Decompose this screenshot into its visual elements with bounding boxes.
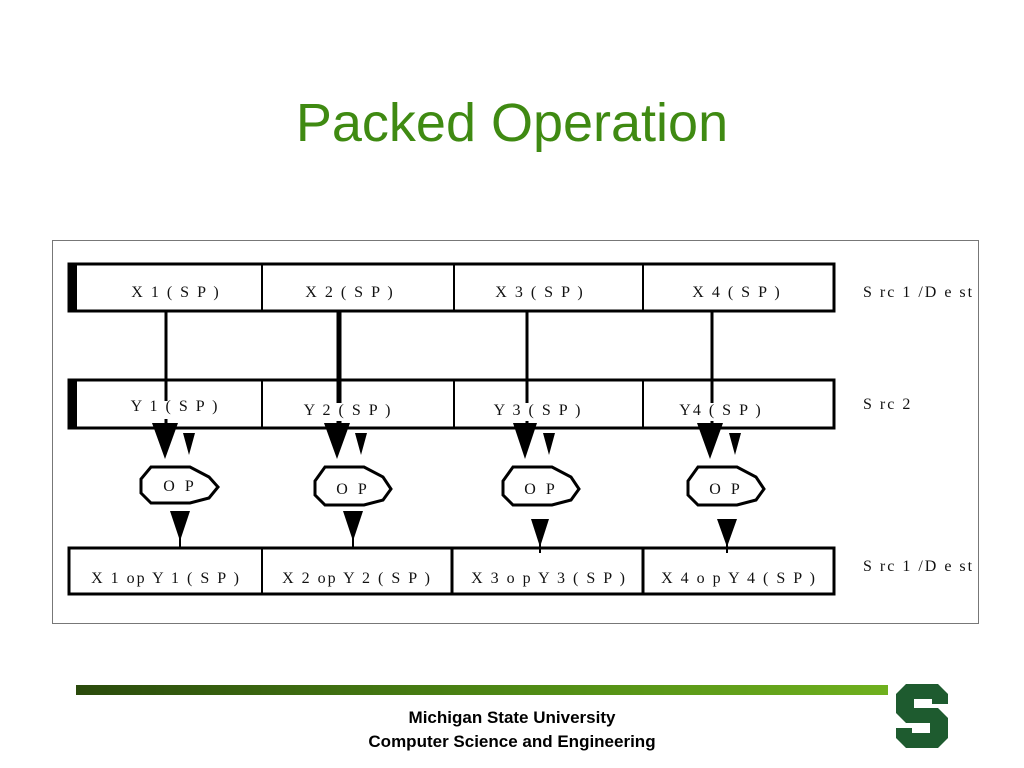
cell-y4: Y4 ( S P ) [679, 402, 762, 419]
msu-spartan-s-logo-icon [896, 684, 948, 748]
output-arrows [170, 511, 737, 553]
op-label-2: O P [336, 481, 369, 498]
cell-result-4: X 4 o p Y 4 ( S P ) [661, 570, 817, 587]
footer-department: Computer Science and Engineering [368, 732, 656, 751]
cell-result-2: X 2 op Y 2 ( S P ) [282, 570, 432, 587]
diagram-svg: X 1 ( S P ) X 2 ( S P ) X 3 ( S P ) X 4 … [67, 262, 974, 596]
cell-x4: X 4 ( S P ) [692, 284, 781, 301]
op-label-1: O P [163, 478, 196, 495]
cell-y3: Y 3 ( S P ) [494, 402, 583, 419]
footer-university: Michigan State University [408, 708, 616, 727]
op-label-4: O P [709, 481, 742, 498]
x-connector-lines [164, 311, 714, 431]
cell-x1: X 1 ( S P ) [131, 284, 220, 301]
row-src2: Y 1 ( S P ) Y 2 ( S P ) Y 3 ( S P ) Y4 (… [67, 378, 836, 430]
input-arrows [152, 423, 741, 459]
cell-x3: X 3 ( S P ) [495, 284, 584, 301]
cell-y1: Y 1 ( S P ) [131, 398, 220, 415]
cell-result-1: X 1 op Y 1 ( S P ) [91, 570, 241, 587]
footer-divider-bar [76, 685, 888, 695]
row2-label: S rc 2 [863, 396, 912, 413]
row1-label: S rc 1 /D e st [863, 284, 974, 301]
op-node-3: O P [501, 465, 581, 507]
op-label-3: O P [524, 481, 557, 498]
op-node-1: O P [139, 465, 220, 505]
row-result: X 1 op Y 1 ( S P ) X 2 op Y 2 ( S P ) X … [67, 546, 836, 596]
op-node-2: O P [313, 465, 393, 507]
row3-label: S rc 1 /D e st [863, 558, 974, 575]
slide-title: Packed Operation [295, 93, 729, 153]
cell-result-3: X 3 o p Y 3 ( S P ) [471, 570, 627, 587]
op-node-4: O P [686, 465, 766, 507]
packed-operation-diagram: X 1 ( S P ) X 2 ( S P ) X 3 ( S P ) X 4 … [52, 240, 979, 624]
cell-y2: Y 2 ( S P ) [304, 402, 393, 419]
cell-x2: X 2 ( S P ) [305, 284, 394, 301]
row-src1: X 1 ( S P ) X 2 ( S P ) X 3 ( S P ) X 4 … [67, 262, 836, 313]
